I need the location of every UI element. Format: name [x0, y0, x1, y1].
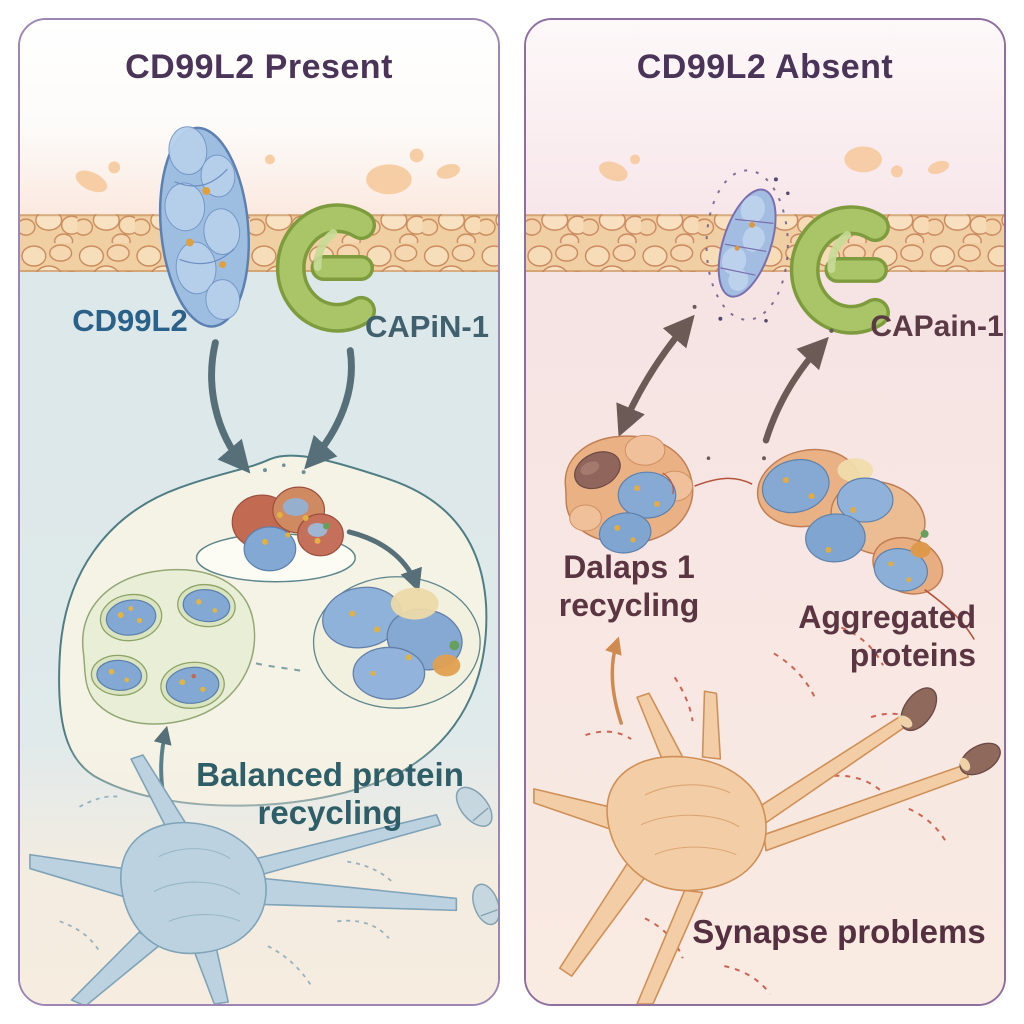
stressed-neuron — [533, 690, 970, 1004]
uptake-dust-specks — [262, 463, 306, 475]
balanced-caption-line2: recycling — [257, 794, 403, 831]
synapse-problems-caption: Synapse problems — [692, 913, 986, 950]
aggregate-connectors — [694, 477, 975, 640]
vesicle-3 — [90, 654, 148, 696]
cd99l2-label: CD99L2 — [72, 303, 188, 338]
left-extracellular-particles — [75, 148, 461, 195]
healthy-neuron — [29, 754, 458, 1004]
left-cell-membrane — [20, 214, 498, 272]
red-dashed-fragments — [585, 626, 948, 995]
neuron-fragments — [59, 795, 394, 989]
balanced-recycling-caption: Balanced protein recycling — [180, 756, 480, 832]
capain1-label: CAPain-1 — [870, 310, 1004, 343]
impaired-caption-line1: Dalaps 1 — [563, 549, 695, 585]
capin1-protein — [275, 203, 377, 333]
aggregated-caption-line1: Aggregated — [798, 599, 976, 635]
vesicle-2 — [177, 583, 236, 628]
aggregate-cluster-right — [756, 448, 944, 595]
arrow-specks — [692, 304, 834, 461]
failed-transport-arrows — [616, 314, 829, 444]
uptake-arrow-right — [304, 347, 355, 470]
impaired-caption-line2: recycling — [558, 587, 700, 623]
stressed-dendrite — [636, 889, 704, 1004]
panel-cd99l2-absent: CD99L2 Absent — [524, 18, 1006, 1006]
left-vesicle-compartment — [81, 568, 256, 725]
stressed-dendrite — [701, 690, 722, 760]
degradation-dashed-aura — [705, 169, 789, 321]
left-panel-title: CD99L2 Present — [125, 48, 393, 86]
cd99l2-protein — [158, 126, 251, 328]
capin1-label: CAPiN-1 — [364, 309, 489, 344]
sorting-arrow — [346, 529, 422, 593]
soma-texture — [153, 848, 241, 922]
capain1-protein — [789, 205, 890, 335]
right-panel-title: CD99L2 Absent — [636, 48, 894, 86]
balanced-caption-line1: Balanced protein — [196, 756, 464, 793]
panel-cd99l2-present: CD99L2 Present — [18, 18, 500, 1006]
stressed-soma — [606, 755, 767, 892]
degradation-specks — [718, 177, 790, 323]
up-arrow-to-capain — [762, 336, 829, 444]
sorted-protein-cluster — [322, 586, 463, 700]
uptake-arrow-left — [208, 339, 251, 474]
degraded-cd99l2-protein — [705, 169, 790, 323]
stressed-soma-texture — [640, 784, 740, 856]
healthy-synapse-boutons — [455, 786, 498, 926]
aggregate-cluster-left — [564, 434, 694, 554]
stressed-axon — [763, 764, 970, 852]
right-intracellular-background — [526, 214, 1004, 1004]
left-illustration — [20, 20, 498, 1004]
double-headed-arrow — [616, 314, 695, 437]
left-uptake-arrows — [208, 339, 355, 474]
stress-arrow-up — [605, 636, 623, 725]
aggregated-proteins-caption: Aggregated proteins — [771, 598, 976, 674]
impaired-recycling-caption: Dalaps 1 recycling — [549, 548, 709, 624]
neuron-soma — [120, 821, 267, 955]
right-extracellular-particles — [598, 146, 950, 182]
dark-misfolded-protein — [574, 451, 621, 490]
dysfunctional-synapse-boutons — [898, 687, 1001, 776]
aggregated-caption-line2: proteins — [849, 637, 976, 673]
vesicle-4 — [160, 661, 225, 709]
compartment-connector — [255, 662, 304, 673]
right-illustration — [526, 20, 1004, 1004]
right-extracellular-background — [526, 20, 1004, 215]
vesicle-1 — [99, 593, 163, 642]
incoming-protein-cluster — [231, 486, 344, 572]
